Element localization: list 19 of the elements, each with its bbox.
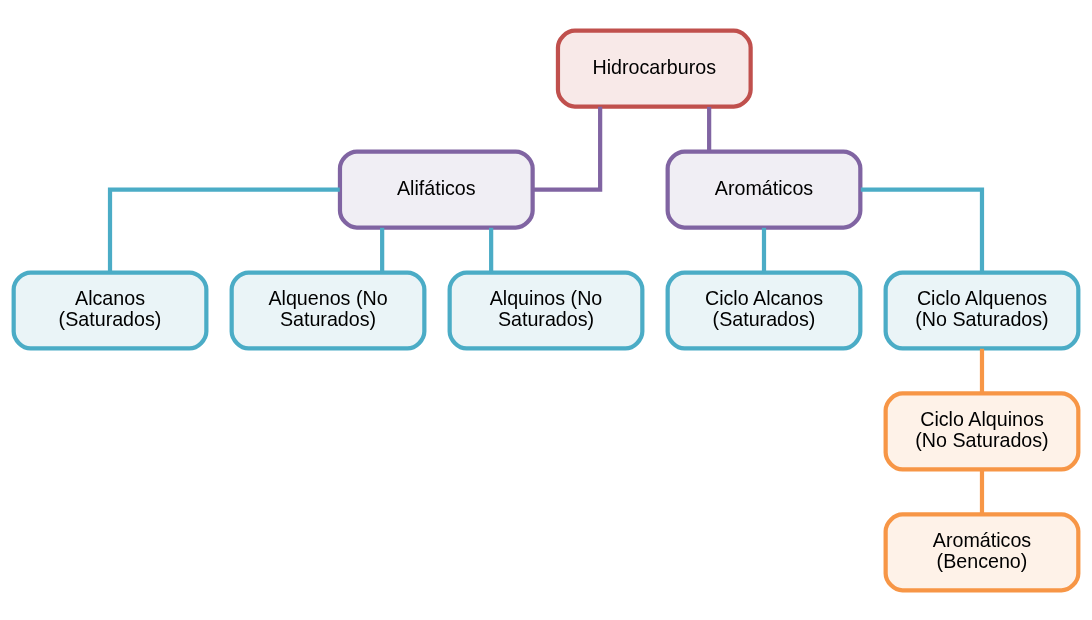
- node-box: Ciclo Alquinos (No Saturados): [883, 390, 1081, 472]
- connector: [107, 186, 340, 272]
- connector: [533, 106, 603, 192]
- node-box: Alifáticos: [337, 148, 535, 230]
- connector: [979, 469, 985, 514]
- node-box: Hidrocarburos: [555, 28, 753, 109]
- node-box: Ciclo Alquenos (No Saturados): [883, 269, 1081, 351]
- connector: [380, 227, 385, 272]
- connector: [979, 348, 985, 393]
- node-box: Alquinos (No Saturados): [447, 269, 645, 351]
- node-box: Aromáticos: [665, 148, 863, 230]
- node-box: Alquenos (No Saturados): [229, 269, 427, 351]
- connector: [489, 227, 494, 272]
- node-box: Aromáticos (Benceno): [883, 511, 1081, 592]
- connector: [707, 106, 712, 152]
- connector: [761, 227, 767, 272]
- node-box: Ciclo Alcanos (Saturados): [665, 269, 863, 351]
- node-box: Alcanos (Saturados): [11, 269, 209, 351]
- connector: [860, 186, 985, 272]
